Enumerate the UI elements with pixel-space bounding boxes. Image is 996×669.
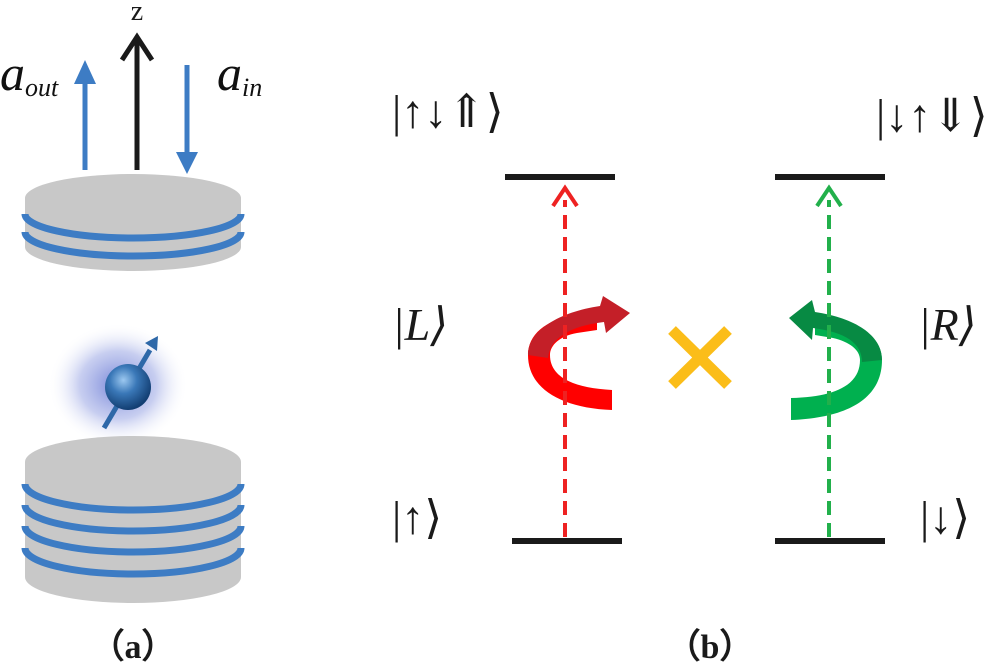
top-mirror [21,174,245,271]
output-field-label-main: a [0,45,25,101]
output-field-label: aout [0,45,59,102]
red-transition-arrowhead [551,184,579,208]
panel-a: z aout ain [0,0,262,666]
output-field-label-sub: out [25,73,59,102]
bottom-mirror [21,436,245,603]
panel-a-caption: （a） [91,627,176,666]
input-field-label-main: a [217,45,242,101]
spin-sphere [105,364,151,410]
input-field-label-sub: in [242,73,262,102]
quantum-dot-spin [48,323,188,447]
panel-b-caption: （b） [667,627,754,666]
z-axis-label: z [131,0,143,27]
spin-arrow-head [145,336,158,351]
input-field-label: ain [217,45,262,102]
z-axis-arrow [119,32,155,170]
output-field-arrow [74,60,96,170]
state-label-spin-up: |↑⟩ [392,492,442,543]
state-label-trion-right: |↓↑⇓⟩ [876,90,988,141]
panel-b: |↑↓⇑⟩ |↓↑⇓⟩ |L⟩ |R⟩ |↑⟩ |↓⟩ （b） [392,86,988,666]
right-circular-polarization-arrow [789,300,882,420]
input-field-arrow [176,65,198,174]
state-label-left-circular: |L⟩ [392,299,448,350]
forbidden-cross-icon [668,326,732,389]
left-circular-polarization-arrow [528,296,630,410]
state-label-spin-down: |↓⟩ [920,492,970,543]
green-transition-arrowhead [815,184,843,208]
state-label-right-circular: |R⟩ [918,299,977,350]
state-label-trion-left: |↑↓⇑⟩ [392,86,504,137]
